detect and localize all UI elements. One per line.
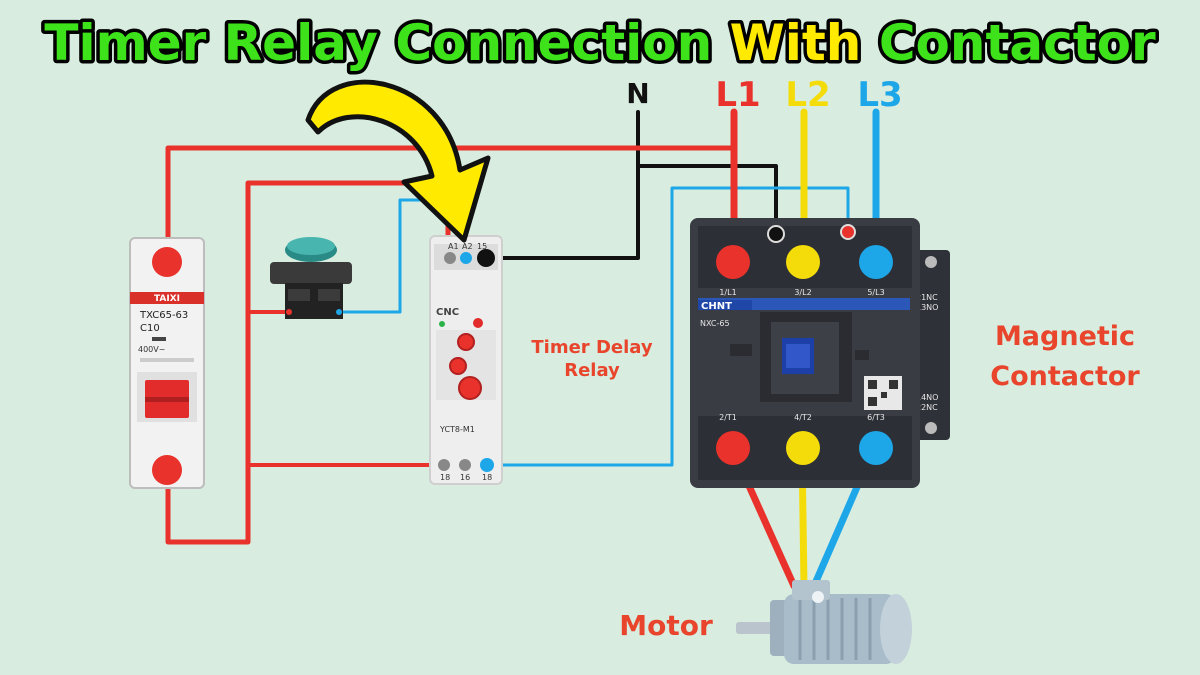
line-label-l2: L2 (785, 75, 830, 115)
relay-dial-1[interactable] (457, 333, 475, 351)
relay-dial-3[interactable] (458, 376, 482, 400)
push-button-icon[interactable] (270, 237, 352, 319)
contactor-coil-a1 (840, 224, 856, 240)
contactor-terminal-l1 (716, 245, 750, 279)
relay-dial-2[interactable] (449, 357, 467, 375)
breaker-terminal-bottom (152, 455, 182, 485)
contactor-terminal-t3 (859, 431, 893, 465)
line-label-n: N (626, 77, 649, 110)
contactor-top-label-1: 1/L1 (719, 288, 736, 297)
contactor-label-line1: Magnetic (995, 321, 1135, 352)
relay-terminal-label-a2: A2 (462, 242, 473, 251)
relay-model: YCT8-M1 (439, 425, 475, 434)
relay-bottom-label-1: 18 (440, 473, 450, 482)
contactor-terminal-t2 (786, 431, 820, 465)
relay-terminal-label-15: 15 (477, 242, 487, 251)
title-part-3: Contactor (861, 14, 1156, 72)
contactor-terminal-l2 (786, 245, 820, 279)
wire-l1-to-breaker (165, 145, 737, 265)
contactor-terminal-t1 (716, 431, 750, 465)
contactor-aux-14no: 14NO (916, 393, 938, 402)
relay-terminal-label-a1: A1 (448, 242, 459, 251)
timer-relay[interactable]: A1 A2 15 CNC YCT8-M1 18 16 18 (429, 235, 503, 485)
contactor-top-label-3: 5/L3 (867, 288, 884, 297)
relay-brand: CNC (436, 307, 459, 318)
page-title: Timer Relay Connection With Contactor (44, 14, 1156, 72)
breaker-terminal-top (152, 247, 182, 277)
contactor-model: NXC-65 (700, 319, 730, 328)
curved-arrow-icon (305, 79, 491, 243)
breaker-rating: C10 (140, 323, 160, 334)
wire-breaker-output (165, 180, 451, 545)
breaker-model: TXC65-63 (139, 310, 188, 321)
contactor-aux-13no: 13NO (916, 303, 938, 312)
breaker-brand: TAIXI (154, 294, 180, 304)
wire-neutral-to-contactor (636, 164, 778, 236)
contactor-bottom-label-1: 2/T1 (719, 413, 737, 422)
line-label-l3: L3 (857, 75, 902, 115)
title-part-2: With (730, 14, 862, 72)
motor-icon (736, 580, 912, 664)
contactor-bottom-label-3: 6/T3 (867, 413, 885, 422)
contactor-terminal-l3 (859, 245, 893, 279)
relay-bottom-label-3: 18 (482, 473, 492, 482)
contactor-coil-a2 (767, 225, 785, 243)
circuit-breaker[interactable]: TAIXI TXC65-63 C10 400V~ (129, 237, 205, 489)
magnetic-contactor[interactable]: 21NC 13NO 14NO 22NC 1/L1 3/L2 5/L3 CHNT … (690, 218, 950, 488)
relay-bottom-label-2: 16 (460, 473, 470, 482)
relay-terminal-n (477, 249, 495, 267)
contactor-brand: CHNT (701, 301, 732, 312)
wire-coil-blue (488, 186, 850, 467)
line-label-l1: L1 (715, 75, 760, 115)
contactor-aux-21nc: 21NC (916, 293, 938, 302)
timer-relay-label-line2: Relay (564, 360, 620, 381)
contactor-label-line2: Contactor (990, 361, 1140, 392)
wire-neutral (484, 110, 640, 260)
contactor-bottom-label-2: 4/T2 (794, 413, 812, 422)
title-part-1: Timer Relay Connection (44, 14, 729, 72)
contactor-aux-22nc: 22NC (916, 403, 938, 412)
contactor-top-label-2: 3/L2 (794, 288, 811, 297)
timer-relay-label-line1: Timer Delay (531, 337, 652, 358)
breaker-spec: 400V~ (138, 345, 165, 354)
motor-label: Motor (619, 609, 713, 642)
